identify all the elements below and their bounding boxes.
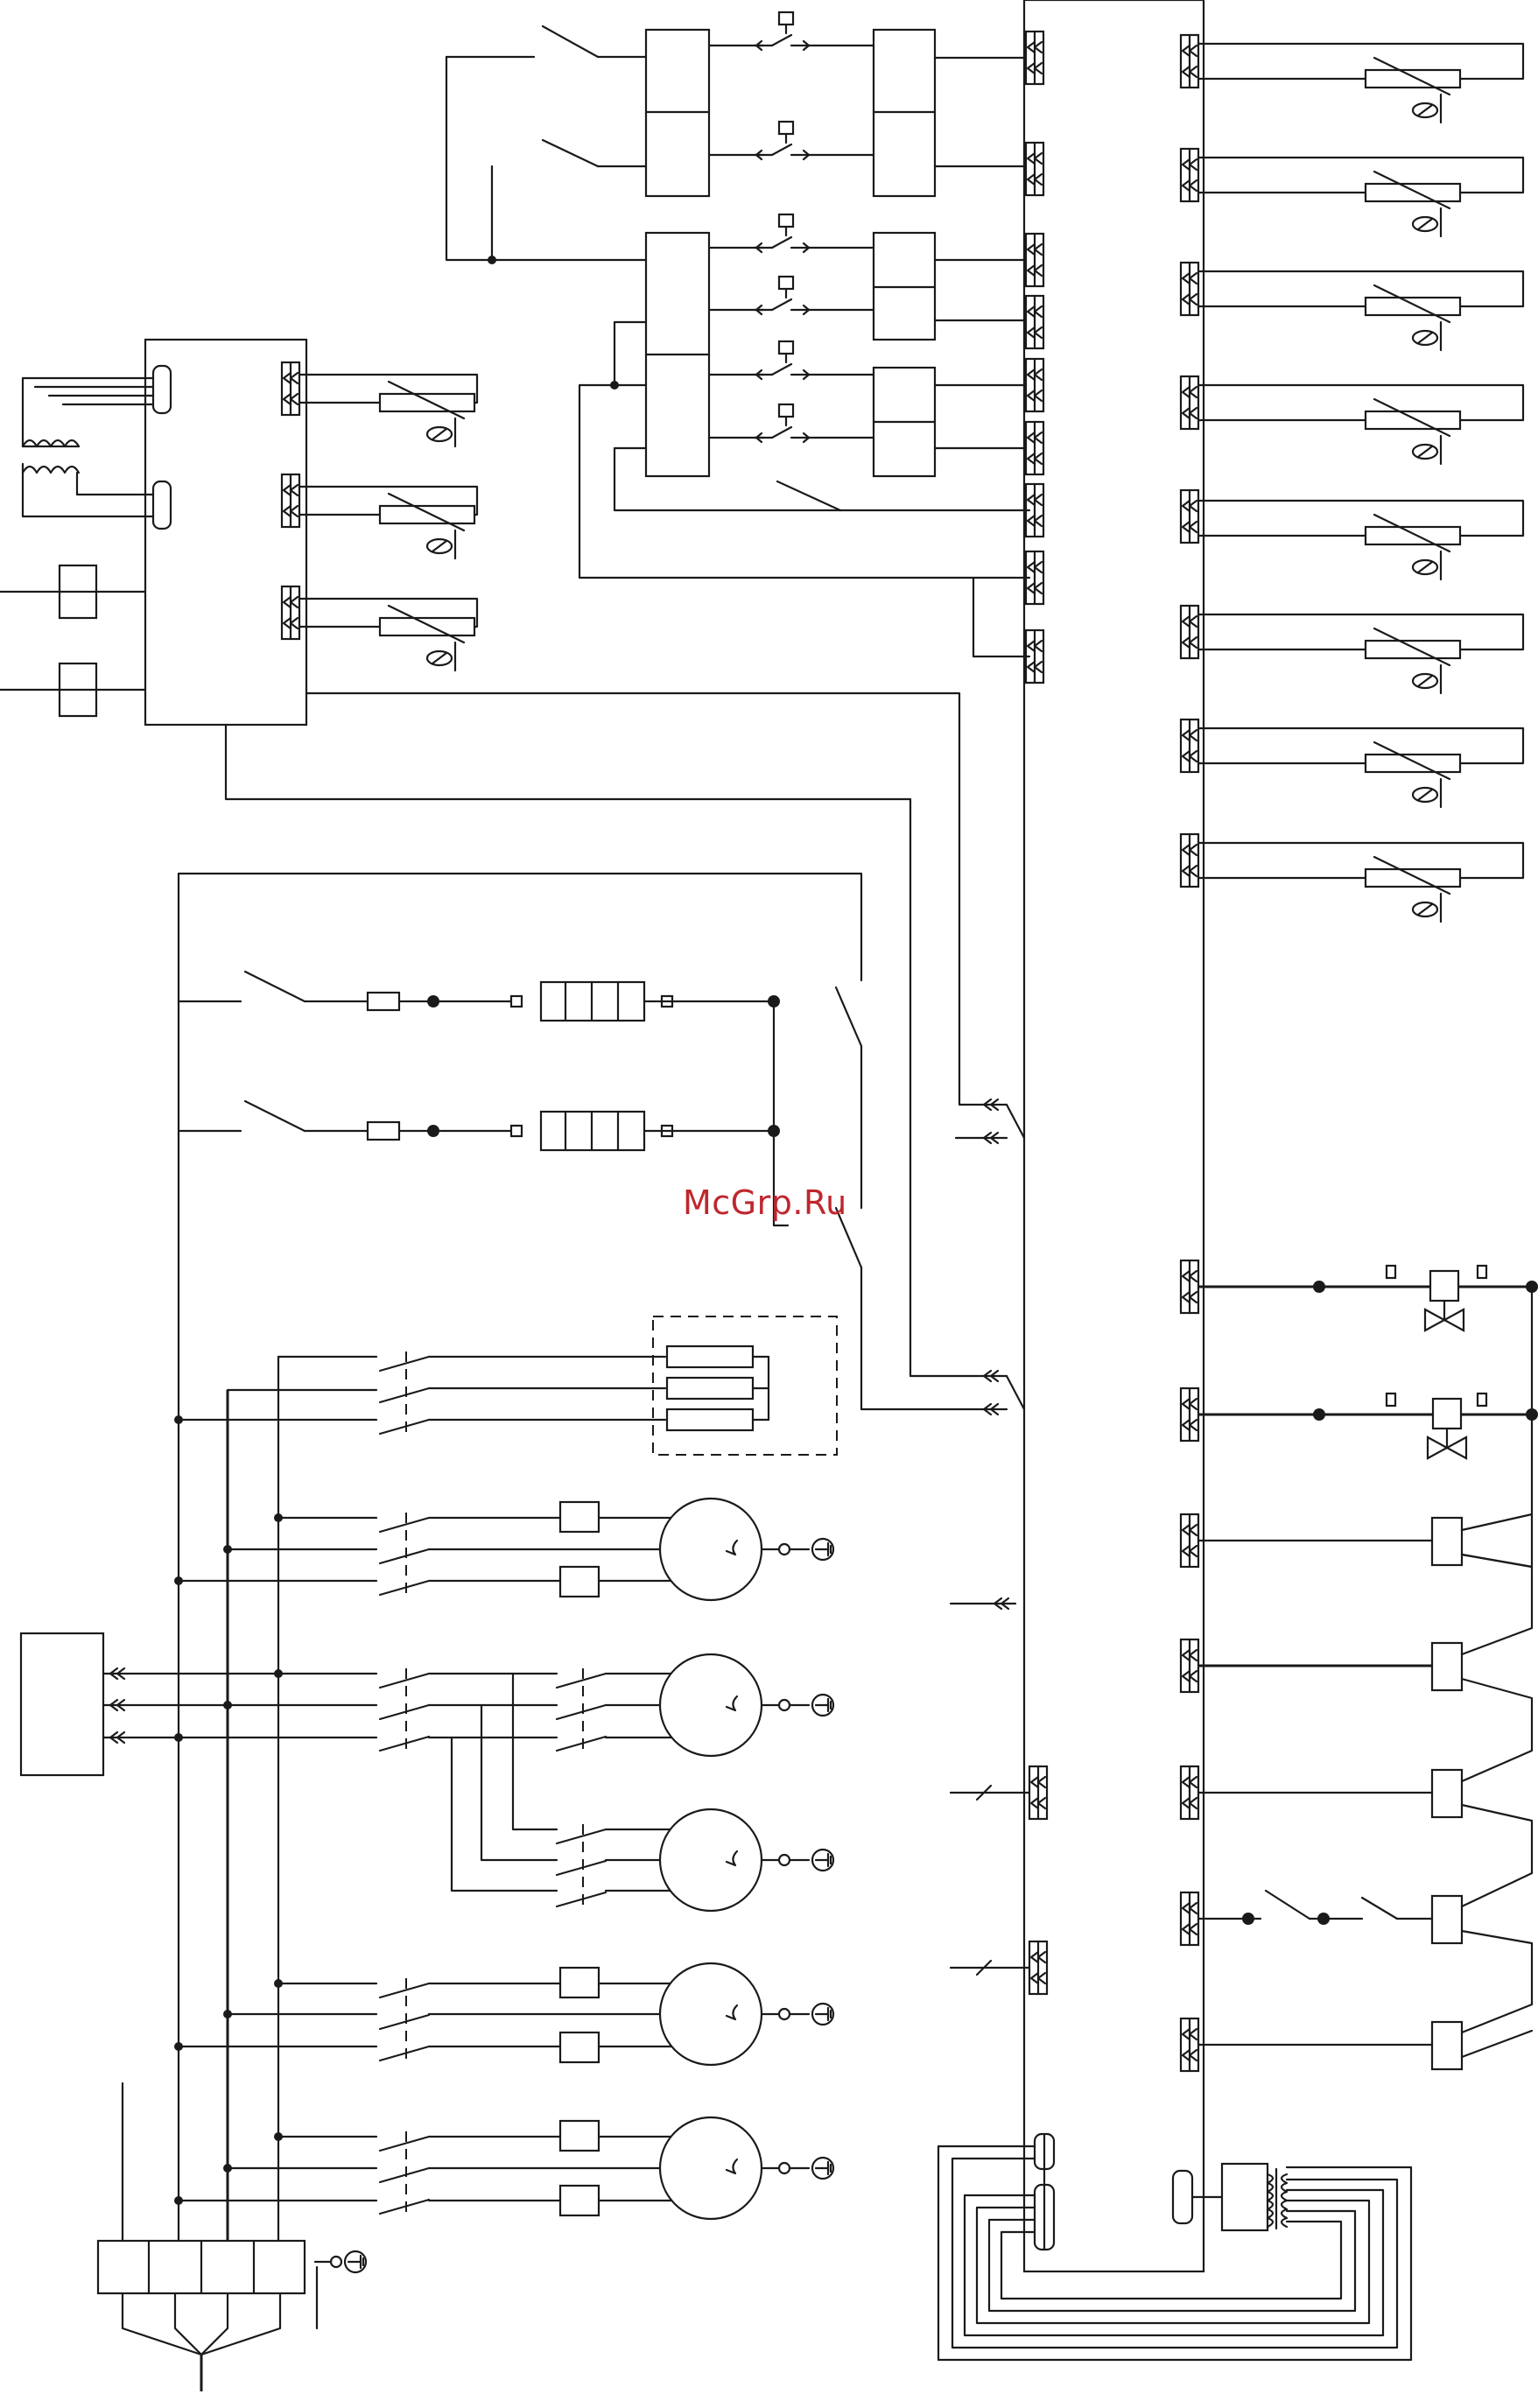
right-heater-bank: [1181, 35, 1523, 922]
main-terminal-rail: [1024, 0, 1204, 2271]
left-control-module: [0, 340, 1024, 1415]
motor-power-section: [21, 1316, 837, 2391]
valve-and-coil-section: [1181, 1260, 1538, 2071]
top-relay-section: [446, 12, 1043, 683]
watermark-text: McGrp.Ru: [683, 1183, 847, 1222]
